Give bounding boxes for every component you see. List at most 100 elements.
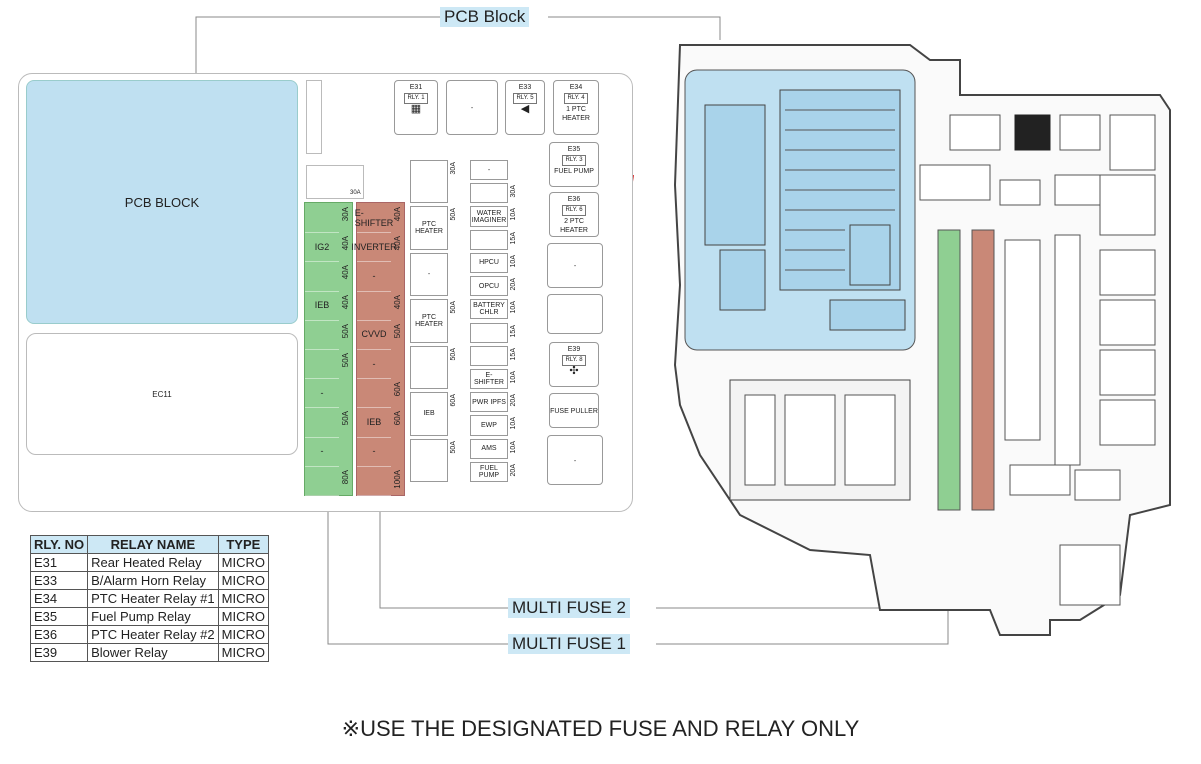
mf1-amp: 50A <box>341 411 350 426</box>
small-fuse-column <box>306 80 322 154</box>
relay-e35-text: FUEL PUMP <box>554 168 594 175</box>
mf1-cell: IG2 <box>305 232 339 263</box>
fuse-slot: WATER IMAGINER <box>470 206 508 227</box>
fuse-slot: EWP <box>470 415 508 436</box>
relay-blank: - <box>446 80 498 135</box>
cell-type: MICRO <box>217 625 270 644</box>
ec11-block: EC11 <box>26 333 298 455</box>
fuse-slot: OPCU <box>470 276 508 297</box>
relay-e34-text: 1 PTC HEATER <box>562 106 590 122</box>
relay-e31-id: E31 <box>409 84 423 91</box>
fuse-slot: - <box>470 160 508 181</box>
fuse-amp-label: 50A <box>450 208 457 221</box>
relay-e33: E33 RLY. 5 ◀ <box>505 80 545 135</box>
fuse-slot <box>470 229 508 250</box>
mf2-cell <box>357 291 391 321</box>
cell-relay-name: Rear Heated Relay <box>87 553 219 572</box>
fuse-slot: E-SHIFTER <box>470 368 508 390</box>
fuse-slot: PTC HEATER <box>410 206 448 250</box>
pcb-block: PCB BLOCK <box>26 80 298 324</box>
fuse-amp-label: 10A <box>510 440 517 454</box>
mf2-cell: E-SHIFTER <box>355 203 393 234</box>
fuse-amp-label: 10A <box>510 208 517 221</box>
fuse-slot: AMS <box>470 438 508 459</box>
cell-type: MICRO <box>217 607 270 626</box>
pcb-block-label: PCB BLOCK <box>124 194 200 210</box>
small-fuse-row <box>306 165 364 199</box>
mf2-cell: IEB <box>357 407 391 438</box>
callout-multi-fuse-2: MULTI FUSE 2 <box>508 598 630 618</box>
mf2-amp: 50A <box>393 323 402 339</box>
fuse-amp-label: 30A <box>450 162 457 175</box>
header-relay-name: RELAY NAME <box>87 535 219 554</box>
fuse-amp-label: 50A <box>450 347 457 361</box>
mf2-cell: INVERTER <box>351 232 397 263</box>
mf2-cell: - <box>357 437 391 467</box>
fuse-amp-label: 15A <box>510 347 517 361</box>
fuse-amp-label: 15A <box>510 324 517 337</box>
mf2-cell: - <box>357 349 391 380</box>
small-fuse-30a: 30A <box>350 190 361 196</box>
relay-e35-rly: RLY. 3 <box>562 155 586 166</box>
cell-relay-name: PTC Heater Relay #1 <box>87 589 219 608</box>
fuse-amp-label: 20A <box>510 278 517 291</box>
relay-e35-id: E35 <box>567 146 581 153</box>
mf1-cell <box>305 261 339 292</box>
header-type: TYPE <box>217 535 270 554</box>
relay-e33-id: E33 <box>518 84 532 91</box>
mf1-amp: 50A <box>341 323 350 339</box>
fuse-slot: PTC HEATER <box>410 299 448 343</box>
cell-rly-no: E34 <box>29 589 89 608</box>
fuse-amp-label: 60A <box>450 394 457 407</box>
fuse-amp-label: 10A <box>510 370 517 384</box>
mf1-amp: 40A <box>341 236 350 251</box>
fuse-slot: IEB <box>410 392 448 436</box>
fuse-puller: FUSE PULLER <box>549 393 599 428</box>
relay-e33-rly: RLY. 5 <box>513 93 537 104</box>
fuse-amp-label: 20A <box>510 463 517 477</box>
mf1-cell: IEB <box>305 291 339 321</box>
fuse-puller-label: FUSE PULLER <box>550 408 598 415</box>
relay-e31-rly: RLY. 1 <box>404 93 428 104</box>
cell-rly-no: E31 <box>29 553 89 572</box>
cell-relay-name: B/Alarm Horn Relay <box>87 571 219 590</box>
fuse-slot <box>410 160 448 204</box>
fuse-amp-label: 50A <box>450 440 457 454</box>
relay-e39-rly: RLY. 8 <box>562 355 586 366</box>
relay-e39-id: E39 <box>567 346 581 353</box>
mf1-cell <box>305 349 339 380</box>
fuse-amp-label: 50A <box>450 301 457 314</box>
fuse-slot: FUEL PUMP <box>470 461 508 482</box>
fuse-slot <box>470 345 508 366</box>
relay-blank-label: - <box>470 105 474 112</box>
cell-type: MICRO <box>217 589 270 608</box>
cell-rly-no: E36 <box>29 625 89 644</box>
mf2-cell <box>357 378 391 409</box>
cell-relay-name: Blower Relay <box>87 643 219 662</box>
fuse-slot: - <box>410 252 448 297</box>
ec11-label: EC11 <box>152 389 172 399</box>
fuse-slot: BATTERY CHLR <box>470 299 508 320</box>
mf2-cell <box>357 466 391 496</box>
header-rly-no: RLY. NO <box>29 535 89 554</box>
mf2-cell: - <box>357 261 391 292</box>
relay-slot-blank-3-label: - <box>573 457 577 465</box>
fuse-amp-label: 20A <box>510 394 517 407</box>
mf1-amp: 50A <box>341 353 350 368</box>
fuse-amp-label: 30A <box>510 185 517 198</box>
cell-relay-name: PTC Heater Relay #2 <box>87 625 219 644</box>
fuse-amp-label: 10A <box>510 301 517 314</box>
cell-type: MICRO <box>217 553 270 572</box>
relay-e36-id: E36 <box>567 196 581 203</box>
fuse-slot <box>410 345 448 390</box>
mf2-amp: 40A <box>393 294 402 309</box>
fuse-amp-label: 10A <box>510 417 517 430</box>
